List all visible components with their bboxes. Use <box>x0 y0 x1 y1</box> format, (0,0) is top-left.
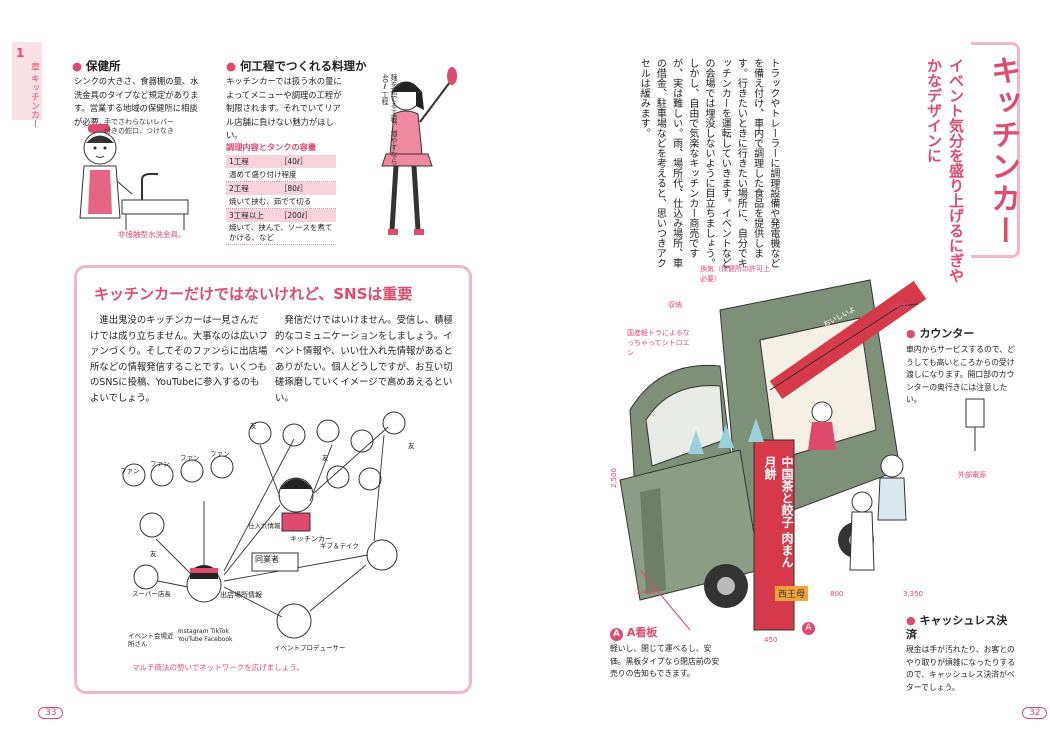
title-tab <box>971 42 1020 258</box>
fan-label-4: ファン <box>210 450 230 458</box>
callout-kei: 国産軽トラによるなっちゃってシトロエン <box>627 329 690 357</box>
shutten-label: 出店場所情報 <box>220 591 262 599</box>
left-page <box>12 42 42 120</box>
event-kaijo-label: イベント会場近所さん <box>128 632 174 648</box>
callout-shuno: 収納 <box>668 301 682 309</box>
callout-kanki: 換気（保健所の許可上必要） <box>700 265 770 283</box>
table-row: 3工程以上［200ℓ］ <box>226 208 336 222</box>
dim-height: 2,500 <box>610 467 619 489</box>
a-kanban-body: 軽いし、閉じて運べるし、安価。黒板タイプなら閉店前の安売りの告知もできます。 <box>610 644 720 678</box>
chapter-number: 1 <box>16 46 25 60</box>
main-title: キッチンカー <box>985 55 1020 247</box>
sns-caption: マルチ商法の勢いでネットワークを広げましょう。 <box>132 663 304 672</box>
counter-body: 車内からサービスするので、どうしても高いところからの受け渡しになります。開口部の… <box>906 345 1015 404</box>
kotei-body: キッチンカーでは扱う水の量によってメニューや調理の工程が制限されます。それでいて… <box>226 76 342 140</box>
table-row: 焼いて、挟んで、ソースを煮てかける、など <box>226 222 336 245</box>
a-marker-on-illustration: A <box>802 622 815 635</box>
dim-awning: 400 <box>895 302 909 310</box>
page-number-left-value: 33 <box>38 707 64 719</box>
kitchen-car-illustration <box>619 279 927 631</box>
sns-platforms-label: Instagram TikTok YouTube Facebook <box>178 628 233 643</box>
tomo-label-2: 友 <box>322 454 329 462</box>
kitchencar-label: キッチンカー <box>290 535 332 543</box>
page-number-left: 33 <box>38 707 64 719</box>
kotei-heading: ● 何工程でつくれる料理か <box>226 59 367 73</box>
sink-illustration <box>79 124 189 230</box>
a-kanban-heading: A A看板 <box>610 626 657 641</box>
sign-text: 西王母 <box>775 586 809 601</box>
sns-col2: 発信だけではいけません。受信し、積極的なコミュニケーションをしましょう。イベント… <box>275 315 453 404</box>
give-take-label: ギブ＆テイク <box>320 542 359 550</box>
catch-copy: イベント気分を盛り上げるにぎやかなデザインに <box>925 58 965 283</box>
table-row: 温めて盛り付け程度 <box>226 168 336 182</box>
fan-label-2: ファン <box>150 460 170 468</box>
right-page: キッチンカー イベント気分を盛り上げるにぎやかなデザインに トラックやトレーラー… <box>525 0 1050 745</box>
table-row: 2工程［80ℓ］ <box>226 181 336 195</box>
banner-text: 中国茶と餃子 肉まん 月餅 <box>763 456 794 569</box>
kotei-title: 何工程でつくれる料理か <box>240 59 367 73</box>
cashless-title: キャッシュレス決済 <box>906 614 1008 641</box>
tank-table-title: 調理内容とタンクの容量 <box>226 142 317 152</box>
dim-counter: 800 <box>830 590 844 598</box>
counter-heading: ● カウンター <box>906 327 975 340</box>
tomo-label-4: 友 <box>150 550 157 558</box>
tomo-label-1: 友 <box>250 422 257 430</box>
fan-label-3: ファン <box>180 454 200 462</box>
sns-title: キッチンカーだけではないけれど、SNSは重要 <box>94 285 413 303</box>
dim-length: 3,350 <box>903 590 924 598</box>
cook-woman-illustration <box>381 67 457 235</box>
fan-label-1: ファン <box>120 467 140 475</box>
producer-label: イベントプロデューサー <box>274 644 346 652</box>
cashless-body: 現金は手が汚れたり、お客とのやり取りが煩雑になったりするので、キャッシュレス決済… <box>906 645 1016 692</box>
sns-network-illustration <box>122 411 406 639</box>
chapter-tab <box>12 42 42 120</box>
doogyosha-label: 同業者 <box>255 555 279 564</box>
intro-body: トラックやトレーラーに調理設備や発電機などを備え付け、車内で調理した食品を提供し… <box>638 58 779 268</box>
tomo-label-3: 友 <box>408 442 415 450</box>
cashless-heading: ● キャッシュレス決済 <box>906 614 1008 641</box>
table-row: 1工程［40ℓ］ <box>226 155 336 168</box>
a-marker-icon: A <box>610 628 623 641</box>
counter-title: カウンター <box>919 327 975 340</box>
sink-caption: 非接触型水洗金具。 <box>118 230 186 239</box>
a-kanban-title: A看板 <box>626 626 658 639</box>
page-number-right-value: 32 <box>1022 707 1048 719</box>
chapter-label: 章 キッチンカー <box>29 62 39 128</box>
sns-col1: 進出鬼没のキッチンカーは一見さんだけでは成り立ちません。大事なのは広いファンづく… <box>90 315 268 404</box>
shiire-label: 仕入れ情報 <box>248 522 281 530</box>
hokenjo-title: 保健所 <box>86 59 121 73</box>
sns-box <box>74 265 472 694</box>
tank-table: 1工程［40ℓ］ 温めて盛り付け程度 2工程［80ℓ］ 焼いて挟む、茹でて切る … <box>226 155 336 245</box>
dim-width: 1,420 <box>636 588 657 596</box>
dim-sign: 450 <box>764 636 778 644</box>
table-row: 焼いて挟む、茹でて切る <box>226 195 336 209</box>
super-label: スーパー店長 <box>132 590 171 598</box>
sink-note: 手でさわらないレバー付きの蛇口、つけなきゃ <box>104 118 174 144</box>
callout-gaibu: 外部電源 <box>958 471 986 479</box>
page-number-right: 32 <box>1022 707 1048 719</box>
power-outlet-icon <box>965 398 985 451</box>
hokenjo-body: シンクの大きさ、食器棚の量、水洗金具のタイプなど規定があります。営業する地域の保… <box>74 76 199 127</box>
hokenjo-heading: ● 保健所 <box>72 59 121 73</box>
cook-note: 麺を茹でる工程、増やすなら40ℓ工程 <box>381 74 398 165</box>
